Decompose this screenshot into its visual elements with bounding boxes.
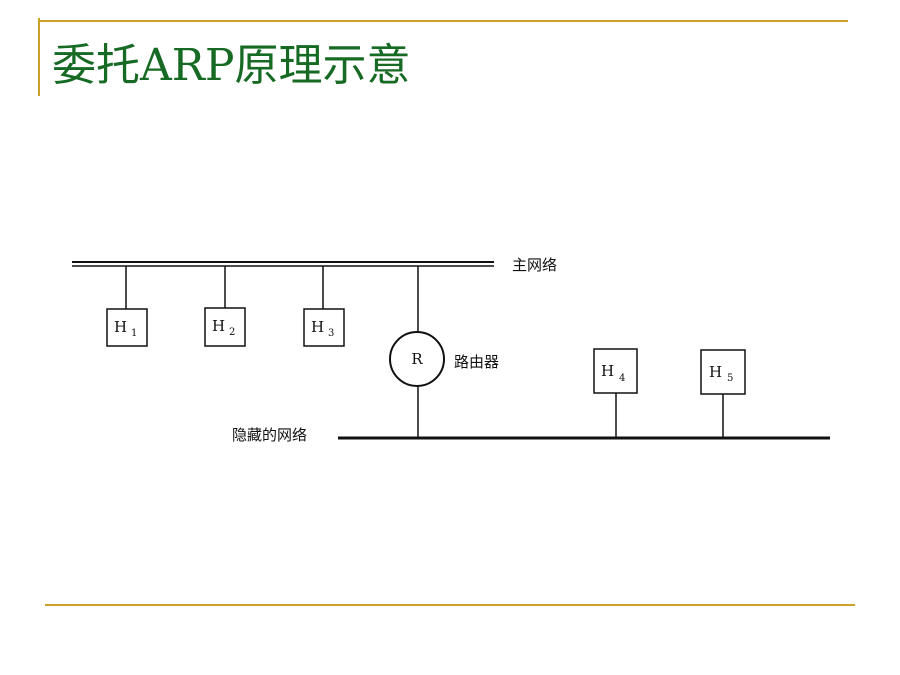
host-h4: H 4	[593, 348, 638, 438]
host-h3-letter: H	[311, 318, 324, 336]
router: R	[389, 266, 445, 438]
title-accent-line	[38, 18, 40, 96]
main-network-label: 主网络	[512, 256, 557, 274]
host-h2: H 2	[204, 266, 246, 347]
host-h2-letter: H	[212, 317, 225, 335]
hidden-network-label: 隐藏的网络	[232, 426, 307, 444]
host-h5: H 5	[700, 349, 746, 438]
main-network-bus	[72, 261, 494, 267]
host-h4-letter: H	[601, 362, 614, 380]
host-h1: H 1	[106, 266, 148, 347]
router-label: 路由器	[454, 353, 499, 371]
host-h5-index: 5	[727, 373, 733, 384]
top-divider	[38, 20, 848, 22]
bottom-divider	[45, 604, 855, 606]
host-h4-index: 4	[619, 373, 625, 384]
host-h3: H 3	[303, 266, 345, 347]
host-h5-letter: H	[709, 363, 722, 381]
host-h2-index: 2	[229, 327, 235, 338]
host-h3-index: 3	[328, 328, 334, 339]
router-symbol: R	[411, 350, 423, 368]
page-title: 委托ARP原理示意	[52, 40, 411, 91]
host-h1-index: 1	[131, 328, 137, 339]
host-h1-letter: H	[114, 318, 127, 336]
